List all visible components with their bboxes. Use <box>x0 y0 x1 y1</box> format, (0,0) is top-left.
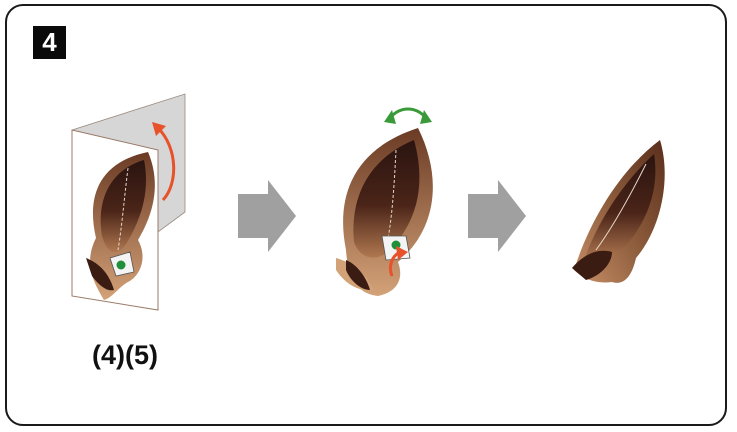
folded-panel-ear <box>72 94 185 310</box>
ear-assembly-2 <box>336 109 433 296</box>
gray-right-arrow-icon <box>238 180 296 252</box>
green-dot-icon <box>117 261 126 270</box>
gray-right-arrow-icon-2 <box>468 180 526 252</box>
finished-ear <box>572 140 665 283</box>
green-rotate-arrow-icon <box>390 109 426 118</box>
